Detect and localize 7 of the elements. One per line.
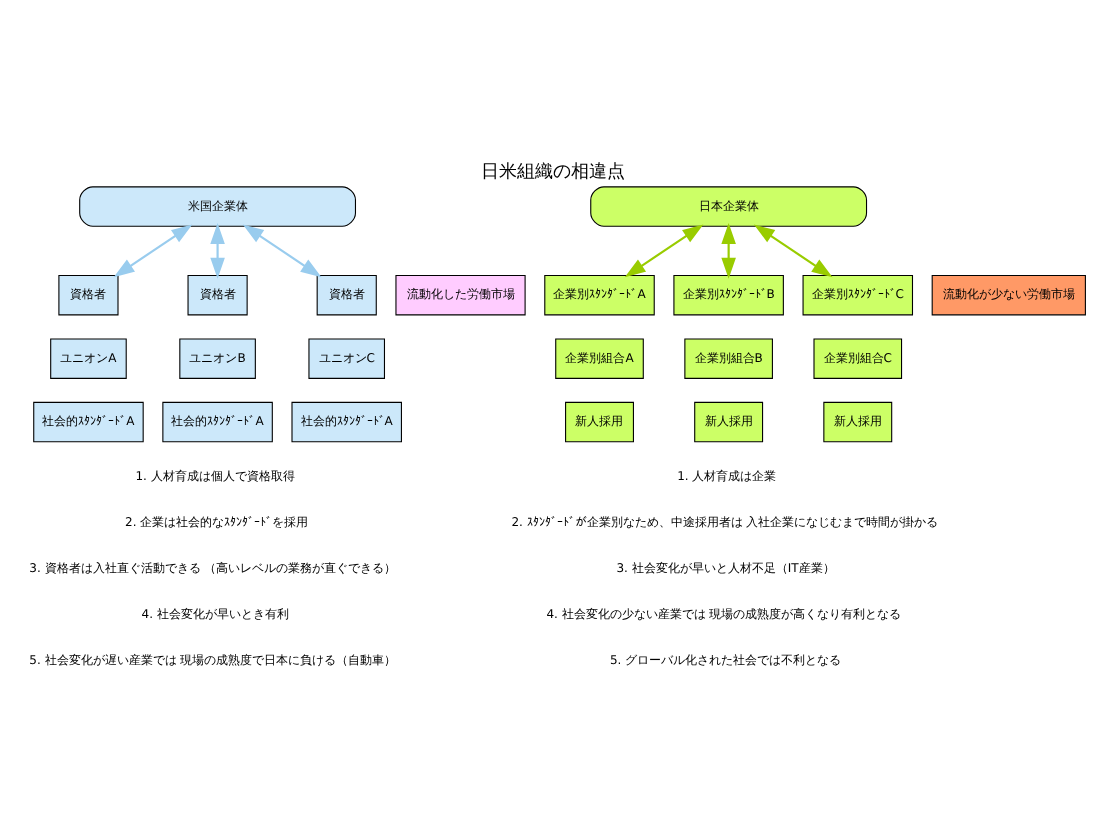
arrow — [753, 224, 833, 278]
arrow — [210, 223, 225, 279]
arrow — [113, 224, 193, 278]
arrow — [721, 223, 736, 279]
arrow — [242, 224, 322, 278]
arrow — [624, 224, 704, 278]
diagram-title: 日米組織の相違点 — [481, 162, 625, 183]
